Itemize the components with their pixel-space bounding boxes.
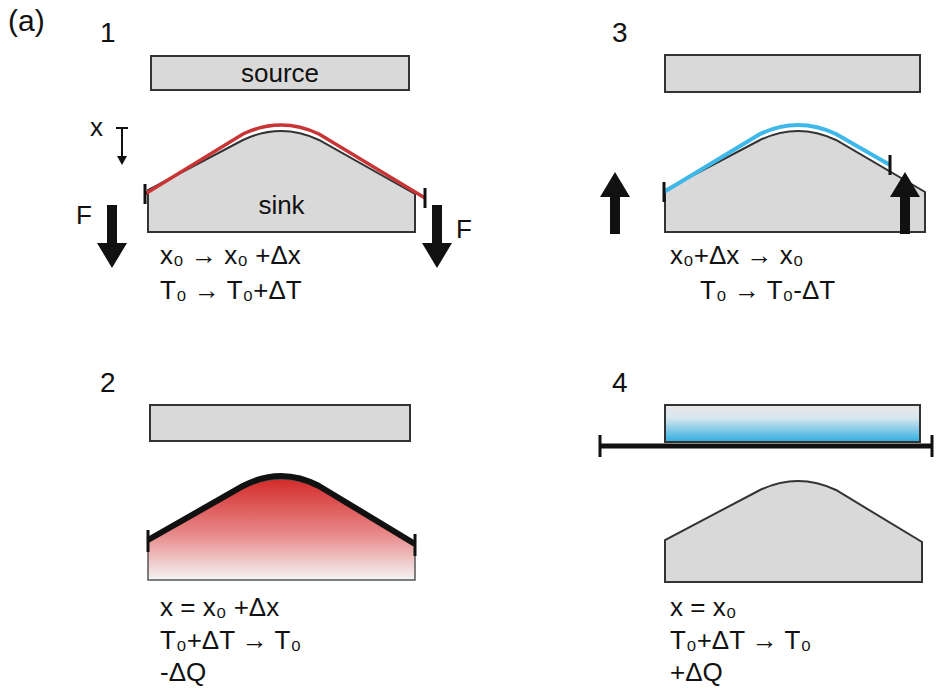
heat-flow: -ΔQ xyxy=(160,657,206,687)
state-equation: T₀ → T₀-ΔT xyxy=(700,275,835,305)
source-label: source xyxy=(241,58,319,88)
fiber-clamp xyxy=(600,435,932,457)
sink-block xyxy=(665,481,922,582)
step-number: 4 xyxy=(612,368,628,398)
fiber-clamp xyxy=(424,188,427,208)
step-number: 3 xyxy=(612,18,628,48)
source-plate xyxy=(150,405,410,441)
state-equation: x₀ → x₀ +Δx xyxy=(160,240,301,270)
state-equation: T₀+ΔT → T₀ xyxy=(160,625,301,655)
fiber xyxy=(148,476,415,544)
displacement-symbol: x xyxy=(90,112,103,142)
source-plate xyxy=(665,405,920,442)
state-equation: T₀+ΔT → T₀ xyxy=(670,625,811,655)
state-equation: x = x₀ +Δx xyxy=(160,592,279,622)
force-symbol: F xyxy=(456,214,472,244)
source-plate: source xyxy=(150,55,410,91)
state-equation: x₀+Δx → x₀ xyxy=(670,240,804,270)
displacement-arrow xyxy=(116,128,128,165)
fiber xyxy=(145,125,425,198)
fiber-clamp xyxy=(664,155,890,202)
heat-flow: +ΔQ xyxy=(670,657,723,687)
sink-block xyxy=(148,131,415,232)
fiber-clamp xyxy=(148,530,415,556)
force-arrow xyxy=(600,172,920,234)
sink-block xyxy=(665,131,925,232)
sink-block: sink xyxy=(148,128,415,232)
sink-label: sink xyxy=(258,190,304,220)
step-number: 1 xyxy=(100,18,116,48)
fiber-clamp xyxy=(144,184,147,204)
panel-tag: (a) xyxy=(8,6,45,36)
state-equation: x = x₀ xyxy=(670,592,736,622)
step-number: 2 xyxy=(100,368,116,398)
state-equation: T₀ → T₀+ΔT xyxy=(160,275,302,305)
sink-block xyxy=(148,479,415,580)
source-plate xyxy=(665,55,920,92)
fiber xyxy=(664,125,890,192)
force-symbol: F xyxy=(76,200,92,230)
fiber xyxy=(600,444,932,449)
